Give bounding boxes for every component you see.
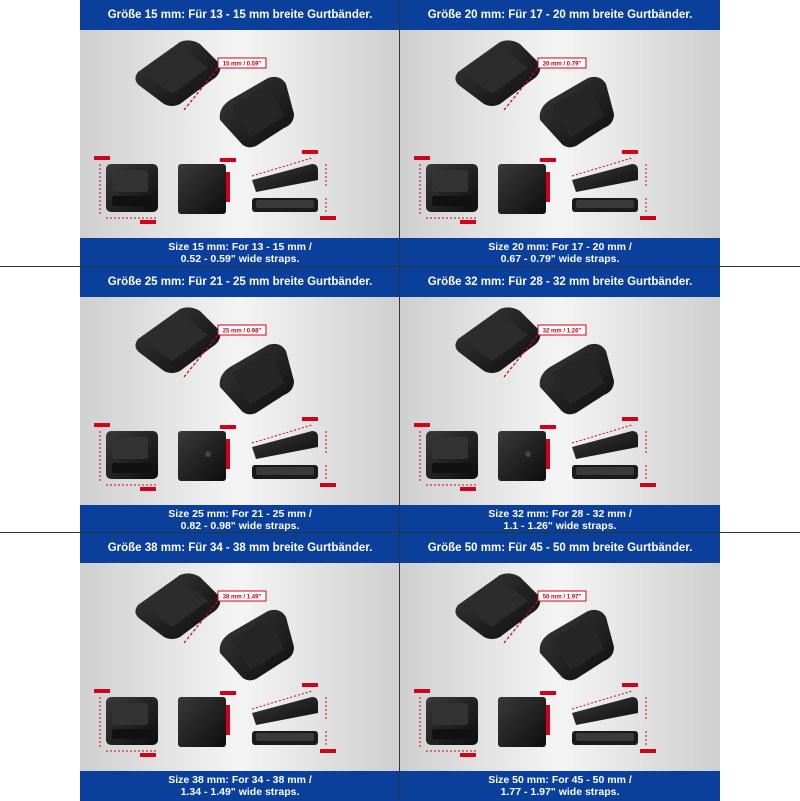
buckle-illustration: 38 mm / 1.49"	[93, 572, 337, 758]
dimension-label: 25 mm / 0.98"	[223, 329, 262, 335]
row-divider	[0, 532, 800, 533]
panel-footer: Size 15 mm: For 13 - 15 mm / 0.52 - 0.59…	[80, 238, 400, 268]
footer-line-2: 1.1 - 1.26" wide straps.	[503, 520, 617, 532]
footer-line-1: Size 25 mm: For 21 - 25 mm /	[168, 508, 312, 520]
size-panel-32: Größe 32 mm: Für 28 - 32 mm breite Gurtb…	[400, 267, 720, 535]
buckle-illustration: 20 mm / 0.79"	[413, 39, 657, 225]
panel-header: Größe 50 mm: Für 45 - 50 mm breite Gurtb…	[400, 533, 720, 563]
column-divider	[399, 0, 400, 800]
panel-header: Größe 20 mm: Für 17 - 20 mm breite Gurtb…	[400, 0, 720, 30]
buckle-illustration: 25 mm / 0.98"	[93, 306, 337, 492]
dimension-label: 15 mm / 0.59"	[223, 62, 262, 68]
buckle-illustration: 15 mm / 0.59"	[93, 39, 337, 225]
footer-line-1: Size 20 mm: For 17 - 20 mm /	[488, 241, 632, 253]
panel-header: Größe 25 mm: Für 21 - 25 mm breite Gurtb…	[80, 267, 400, 297]
panel-footer: Size 38 mm: For 34 - 38 mm / 1.34 - 1.49…	[80, 771, 400, 801]
footer-line-2: 0.82 - 0.98" wide straps.	[180, 520, 300, 532]
dimension-label: 38 mm / 1.49"	[223, 595, 262, 601]
footer-line-1: Size 32 mm: For 28 - 32 mm /	[488, 508, 632, 520]
footer-line-2: 0.67 - 0.79" wide straps.	[500, 253, 620, 265]
dimension-label: 50 mm / 1.97"	[543, 595, 582, 601]
size-panel-20: Größe 20 mm: Für 17 - 20 mm breite Gurtb…	[400, 0, 720, 268]
footer-line-2: 1.34 - 1.49" wide straps.	[180, 786, 300, 798]
footer-line-1: Size 15 mm: For 13 - 15 mm /	[168, 241, 312, 253]
panel-header: Größe 38 mm: Für 34 - 38 mm breite Gurtb…	[80, 533, 400, 563]
size-panel-25: Größe 25 mm: Für 21 - 25 mm breite Gurtb…	[80, 267, 400, 535]
size-panel-50: Größe 50 mm: Für 45 - 50 mm breite Gurtb…	[400, 533, 720, 801]
footer-line-1: Size 50 mm: For 45 - 50 mm /	[488, 774, 632, 786]
panel-footer: Size 32 mm: For 28 - 32 mm / 1.1 - 1.26"…	[400, 505, 720, 535]
row-divider	[0, 266, 800, 267]
panel-footer: Size 50 mm: For 45 - 50 mm / 1.77 - 1.97…	[400, 771, 720, 801]
panel-footer: Size 20 mm: For 17 - 20 mm / 0.67 - 0.79…	[400, 238, 720, 268]
footer-line-2: 1.77 - 1.97" wide straps.	[500, 786, 620, 798]
panel-footer: Size 25 mm: For 21 - 25 mm / 0.82 - 0.98…	[80, 505, 400, 535]
size-panel-15: Größe 15 mm: Für 13 - 15 mm breite Gurtb…	[80, 0, 400, 268]
footer-line-2: 0.52 - 0.59" wide straps.	[180, 253, 300, 265]
buckle-illustration: 50 mm / 1.97"	[413, 572, 657, 758]
size-panel-38: Größe 38 mm: Für 34 - 38 mm breite Gurtb…	[80, 533, 400, 801]
dimension-label: 20 mm / 0.79"	[543, 62, 582, 68]
footer-line-1: Size 38 mm: For 34 - 38 mm /	[168, 774, 312, 786]
panel-header: Größe 32 mm: Für 28 - 32 mm breite Gurtb…	[400, 267, 720, 297]
panel-header: Größe 15 mm: Für 13 - 15 mm breite Gurtb…	[80, 0, 400, 30]
buckle-illustration: 32 mm / 1.26"	[413, 306, 657, 492]
dimension-label: 32 mm / 1.26"	[543, 329, 582, 335]
